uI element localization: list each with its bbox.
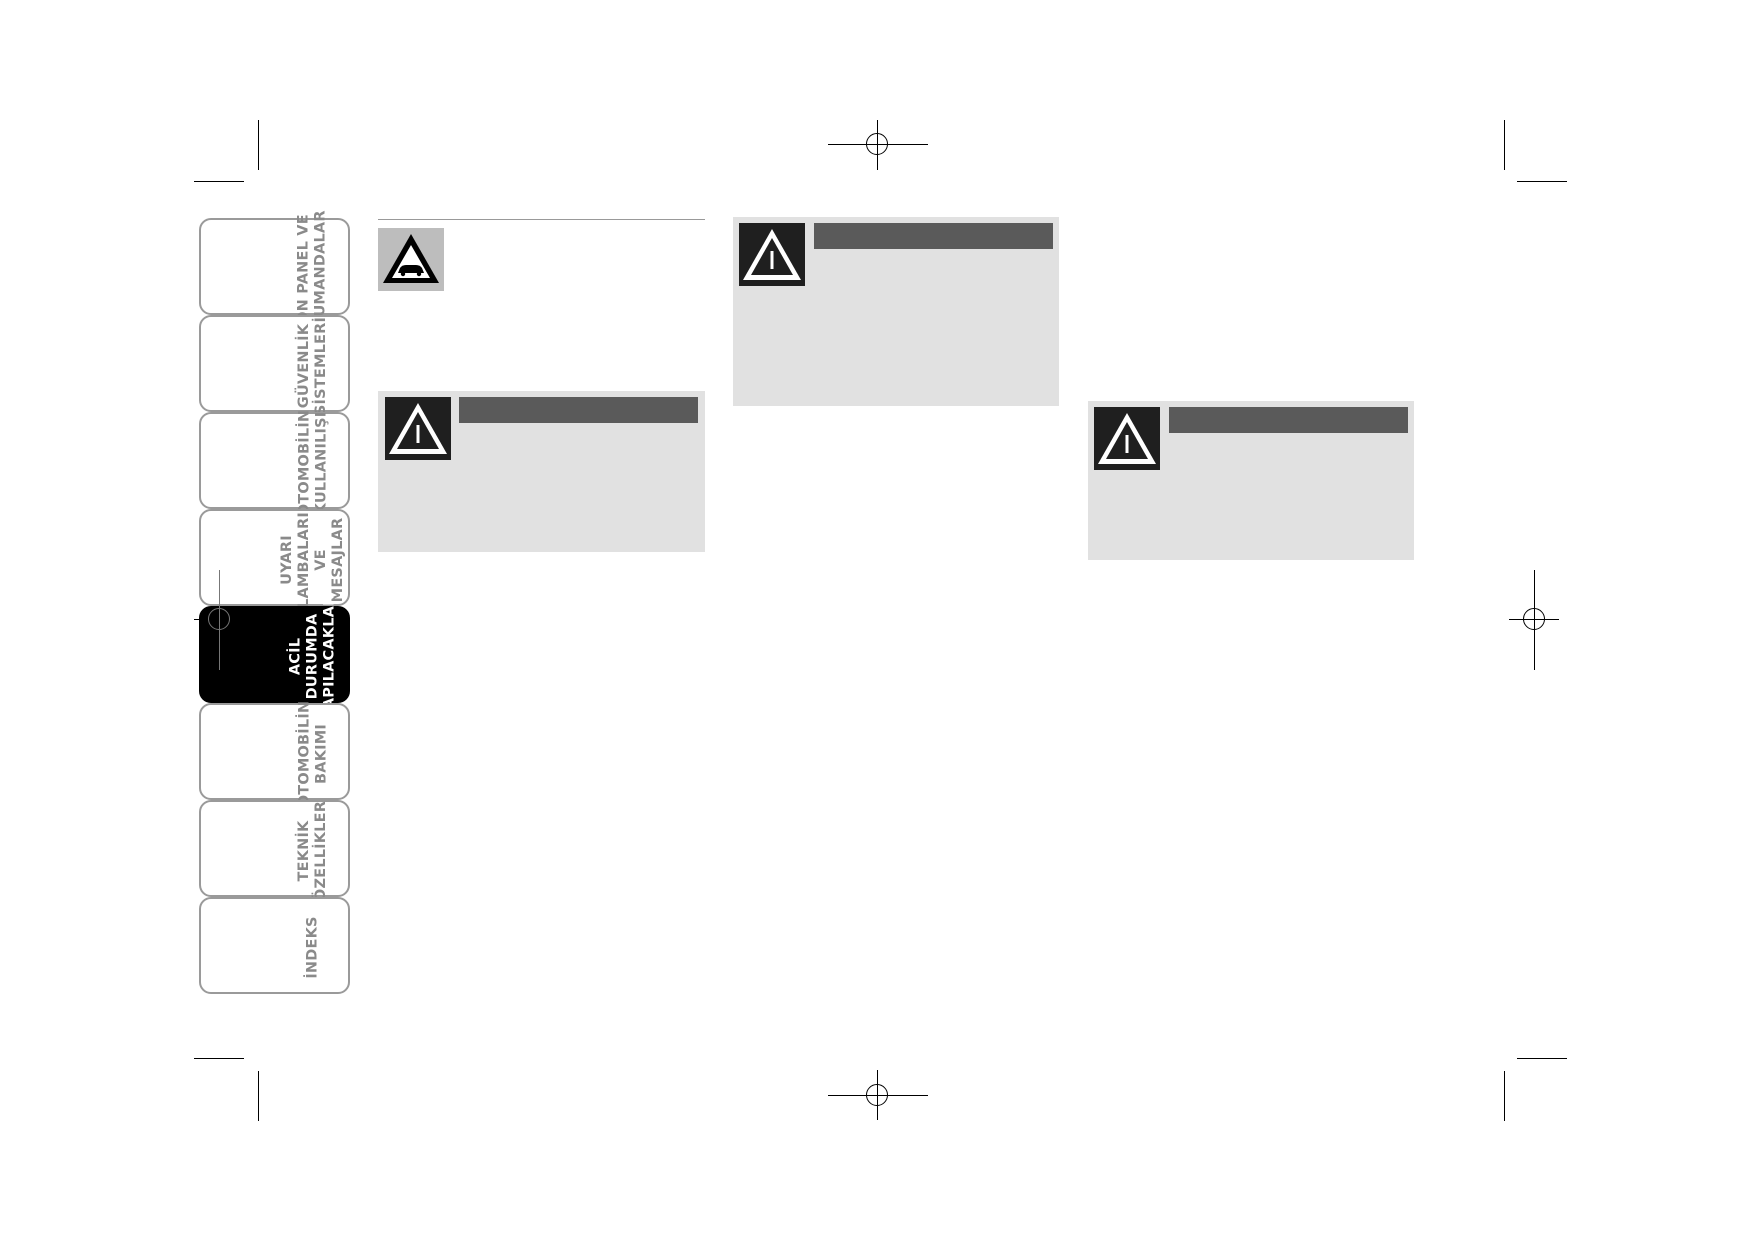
registration-circle <box>208 608 230 630</box>
registration-circle <box>866 1084 888 1106</box>
tab-label: UYARI LAMBALARI VE MESAJLAR <box>279 511 346 608</box>
tab-uyari[interactable]: UYARI LAMBALARI VE MESAJLAR <box>199 509 350 608</box>
tab-label: OTOMOBİLİN BAKIMI <box>296 700 329 807</box>
tab-label: İNDEKS <box>304 916 321 979</box>
section-rule <box>378 219 705 220</box>
tab-bakim[interactable]: OTOMOBİLİN BAKIMI <box>199 700 350 807</box>
crop-mark <box>194 181 244 182</box>
tab-label: TEKNİK ÖZELLİKLER <box>296 800 330 901</box>
warning-triangle-icon <box>739 223 805 286</box>
crop-mark <box>194 1058 244 1059</box>
tab-teknik[interactable]: TEKNİK ÖZELLİKLER <box>199 800 350 901</box>
tab-label: GÜVENLİK SİSTEMLERİ <box>296 316 329 415</box>
warning-triangle-icon <box>385 397 451 460</box>
registration-circle <box>1523 608 1545 630</box>
warning-box <box>733 217 1059 406</box>
car-warning-triangle-icon <box>378 228 444 291</box>
tab-label: ÖN PANEL VE KUMANDALAR <box>296 209 329 328</box>
tab-indeks[interactable]: İNDEKS <box>199 897 350 994</box>
crop-mark <box>1517 181 1567 182</box>
registration-circle <box>866 133 888 155</box>
tab-kullanilis[interactable]: OTOMOBİLİN KULLANILIŞI <box>199 409 350 516</box>
crop-mark <box>258 1071 259 1121</box>
crop-mark <box>1504 1071 1505 1121</box>
crop-mark <box>1517 1058 1567 1059</box>
crop-mark <box>1504 120 1505 170</box>
warning-box <box>1088 401 1414 560</box>
tab-on-panel[interactable]: ÖN PANEL VE KUMANDALAR <box>199 210 350 327</box>
warning-title-bar <box>814 223 1053 249</box>
warning-title-bar <box>1169 407 1408 433</box>
tab-label: OTOMOBİLİN KULLANILIŞI <box>296 409 329 516</box>
warning-box <box>378 391 705 552</box>
tab-guvenlik[interactable]: GÜVENLİK SİSTEMLERİ <box>199 315 350 415</box>
warning-title-bar <box>459 397 698 423</box>
crop-mark <box>258 120 259 170</box>
warning-triangle-icon <box>1094 407 1160 470</box>
